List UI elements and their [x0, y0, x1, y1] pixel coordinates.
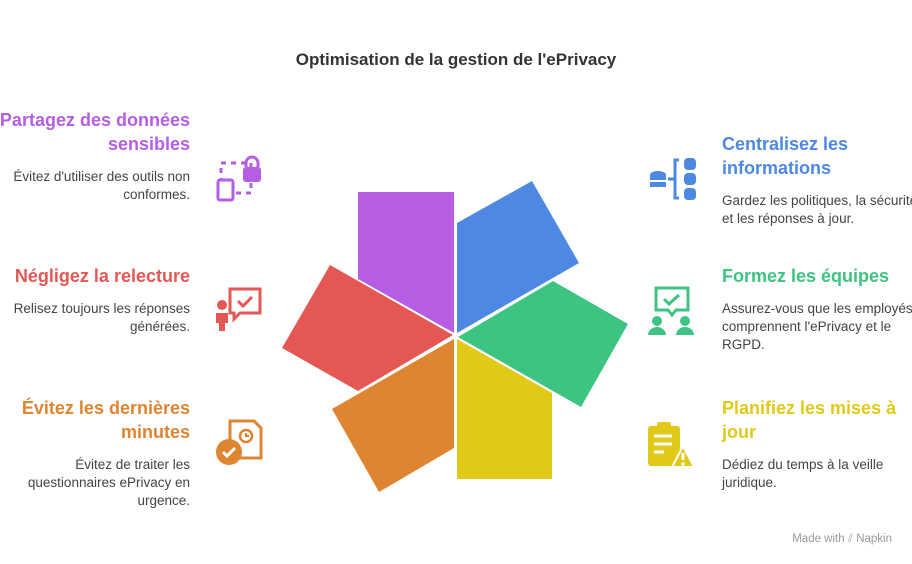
- segment-blue: [457, 181, 579, 333]
- item-description: Évitez d'utiliser des outils non conform…: [13, 169, 190, 202]
- lock-document-icon: [216, 155, 261, 202]
- item-train-teams: Formez les équipes Assurez-vous que les …: [722, 264, 912, 354]
- item-heading: Évitez les dernières minutes: [21, 398, 190, 442]
- item-heading: Formez les équipes: [722, 266, 890, 286]
- item-heading: Planifiez les mises à jour: [722, 398, 897, 442]
- document-clock-check-icon: [216, 419, 263, 465]
- segment-purple: [358, 192, 454, 333]
- item-heading: Négligez la relecture: [14, 266, 190, 286]
- segment-red: [282, 265, 453, 391]
- item-plan-updates: Planifiez les mises à jour Dédiez du tem…: [722, 396, 912, 492]
- made-with-napkin[interactable]: Made with ⫽ Napkin: [792, 533, 892, 546]
- item-avoid-last-minute: Évitez les dernières minutes Évitez de t…: [0, 396, 190, 510]
- footer-brand: Napkin: [856, 533, 892, 545]
- segment-orange: [332, 339, 454, 492]
- item-centralize-info: Centralisez les informations Gardez les …: [722, 132, 912, 228]
- item-share-sensitive-data: Partagez des données sensibles Évitez d'…: [0, 108, 190, 204]
- item-heading: Centralisez les informations: [722, 134, 849, 178]
- item-description: Relisez toujours les réponses générées.: [13, 301, 190, 334]
- item-neglect-review: Négligez la relecture Relisez toujours l…: [0, 264, 190, 336]
- napkin-logo-icon: ⫽: [847, 533, 853, 545]
- item-heading: Partagez des données sensibles: [0, 110, 190, 154]
- item-description: Dédiez du temps à la veille juridique.: [722, 457, 884, 490]
- database-icon: [650, 158, 696, 200]
- item-description: Assurez-vous que les employés comprennen…: [722, 301, 912, 352]
- page-title: Optimisation de la gestion de l'ePrivacy: [295, 50, 617, 69]
- segment-green: [458, 281, 628, 407]
- team-training-icon: [648, 286, 694, 335]
- footer-prefix: Made with: [792, 533, 845, 545]
- item-description: Gardez les politiques, la sécurité et le…: [722, 193, 912, 226]
- clipboard-warning-icon: [648, 422, 696, 468]
- segment-yellow: [457, 339, 552, 479]
- person-check-speech-icon: [216, 287, 262, 331]
- item-description: Évitez de traiter les questionnaires ePr…: [27, 457, 190, 508]
